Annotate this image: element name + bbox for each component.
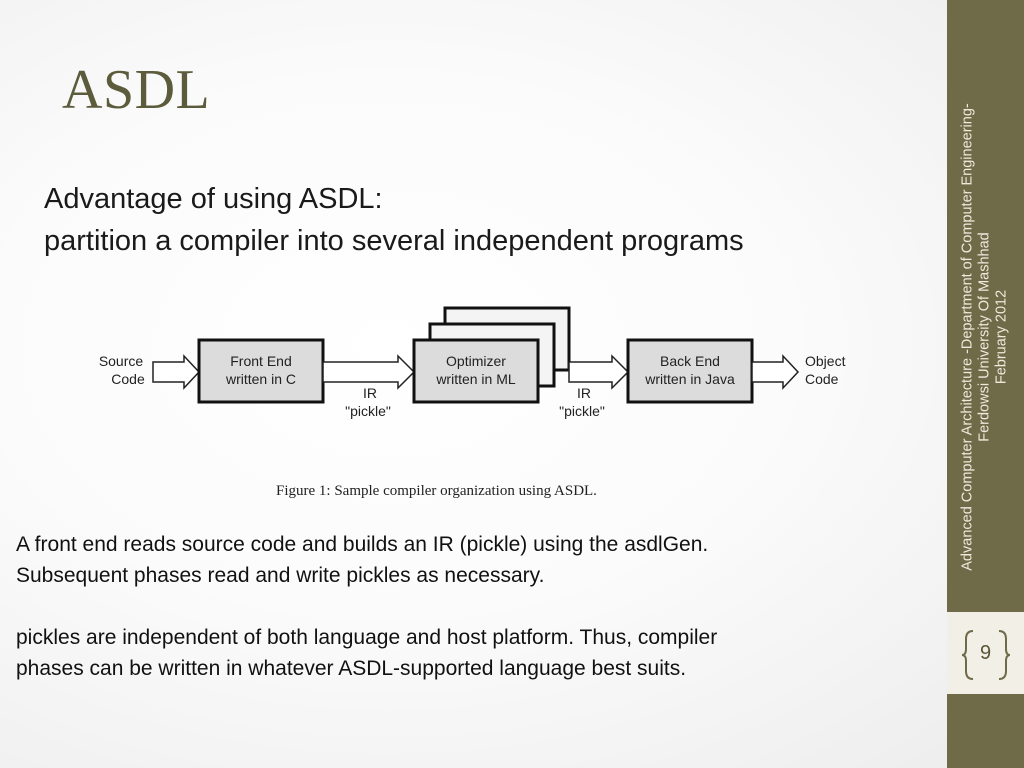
- arrow-back-end-to-object-code: [751, 354, 800, 390]
- subtitle-line: partition a compiler into several indepe…: [44, 225, 744, 257]
- figure-caption: Figure 1: Sample compiler organization u…: [276, 483, 597, 499]
- arrow-source-to-front-end: [152, 354, 201, 390]
- object-code-label: Object: [805, 353, 846, 369]
- ir-label: IR: [577, 385, 591, 401]
- footer-line: February 2012: [993, 289, 1010, 385]
- footer-line: Advanced Computer Architecture -Departme…: [959, 103, 976, 571]
- page-number-box: 9: [947, 612, 1024, 694]
- svg-text:Optimizer: Optimizer: [446, 353, 506, 369]
- paragraph-line: A front end reads source code and builds…: [16, 533, 709, 556]
- footer-line: Ferdowsi University Of Mashhad: [976, 232, 993, 442]
- svg-text:written in Java: written in Java: [644, 371, 735, 387]
- slide-title: ASDL: [62, 59, 211, 121]
- compiler-organization-diagram: Source Code Front End written in C IR "p…: [99, 306, 846, 419]
- back-end-box: Back End written in Java: [626, 338, 754, 404]
- object-code-label: Code: [805, 371, 839, 387]
- optimizer-box-stack: Optimizer written in ML: [412, 306, 571, 404]
- svg-text:written in C: written in C: [225, 371, 296, 387]
- arrow-front-end-to-optimizer: [322, 354, 416, 390]
- left-brace-icon: [961, 630, 974, 680]
- ir-pickle-label: "pickle": [559, 403, 605, 419]
- ir-pickle-label: "pickle": [345, 403, 391, 419]
- arrow-optimizer-to-back-end: [568, 354, 630, 390]
- right-brace-icon: [998, 630, 1011, 680]
- paragraph-line: pickles are independent of both language…: [16, 626, 718, 649]
- page-number: 9: [979, 642, 992, 664]
- svg-text:written in ML: written in ML: [435, 371, 516, 387]
- front-end-box: Front End written in C: [197, 338, 325, 404]
- subtitle: Advantage of using ASDL: partition a com…: [44, 178, 744, 262]
- svg-text:Front End: Front End: [230, 353, 291, 369]
- paragraph-line: Subsequent phases read and write pickles…: [16, 564, 545, 587]
- subtitle-line: Advantage of using ASDL:: [44, 183, 383, 215]
- footer-text: Advanced Computer Architecture -Departme…: [960, 57, 1011, 617]
- source-code-label: Source: [99, 353, 144, 369]
- source-code-label: Code: [111, 371, 145, 387]
- svg-text:Back End: Back End: [660, 353, 720, 369]
- body-text: A front end reads source code and builds…: [16, 529, 916, 684]
- ir-label: IR: [363, 385, 377, 401]
- paragraph-line: phases can be written in whatever ASDL-s…: [16, 657, 687, 680]
